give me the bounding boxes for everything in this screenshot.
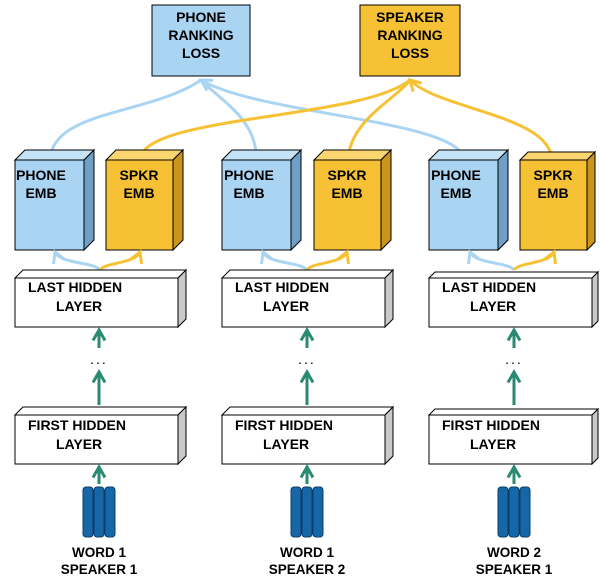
caption-line1: WORD 1 [72,545,126,560]
spkr-emb-box: SPKR EMB [312,148,393,252]
last-hidden-layer-box: LAST HIDDEN LAYER [220,268,395,329]
last-hidden-line1: LAST HIDDEN [442,279,536,295]
phone-emb-line2: EMB [233,185,264,201]
last-hidden-line2: LAYER [470,298,516,314]
phone-emb-box: PHONE EMB [220,148,303,252]
first-hidden-line2: LAYER [56,436,102,452]
caption-line1: WORD 1 [280,545,334,560]
first-hidden-line1: FIRST HIDDEN [235,417,333,433]
ellipsis: ... [505,351,523,367]
speaker-connection-3 [407,77,554,161]
column-2: PHONE EMB SPKR EMB LAST HIDDEN LAYER ...… [220,148,395,577]
split-arrow-phone [52,249,102,272]
first-hidden-layer-box: FIRST HIDDEN LAYER [220,405,395,466]
spkr-emb-line2: EMB [537,185,568,201]
last-hidden-line2: LAYER [263,298,309,314]
first-hidden-line1: FIRST HIDDEN [442,417,540,433]
phone-emb-box: PHONE EMB [13,148,96,252]
split-arrow-spkr [98,249,143,272]
first-hidden-line1: FIRST HIDDEN [28,417,126,433]
input-features-icon [497,486,531,538]
speaker-connection-1 [138,78,411,161]
spkr-emb-line1: SPKR [534,167,573,183]
phone-emb-line2: EMB [25,185,56,201]
column-1: PHONE EMB SPKR EMB LAST HIDDEN LAYER ... [13,148,188,577]
phone-emb-line2: EMB [440,185,471,201]
speaker-loss-line3: LOSS [391,45,429,61]
first-hidden-layer-box: FIRST HIDDEN LAYER [13,405,188,466]
ellipsis: ... [298,351,316,367]
speaker-loss-line2: RANKING [377,27,442,43]
split-arrow-spkr [512,249,557,272]
phone-connection-1 [48,78,202,161]
phone-emb-line1: PHONE [431,167,481,183]
split-arrow-phone [467,249,516,272]
ellipsis: ... [90,351,108,367]
input-features-icon [290,486,324,538]
phone-loss-line2: RANKING [168,27,233,43]
caption-line2: SPEAKER 2 [269,562,346,577]
phone-connection-3 [198,78,466,161]
column-3: PHONE EMB SPKR EMB LAST HIDDEN LAYER ...… [427,148,600,577]
spkr-emb-line1: SPKR [328,167,367,183]
split-arrow-phone [260,249,309,272]
first-hidden-line2: LAYER [263,436,309,452]
phone-emb-line1: PHONE [16,167,66,183]
caption-line2: SPEAKER 1 [61,562,138,577]
speaker-connection-2 [346,79,412,161]
phone-emb-box: PHONE EMB [427,148,510,252]
speaker-ranking-loss-box: SPEAKER RANKING LOSS [359,4,461,77]
phone-loss-line3: LOSS [182,45,220,61]
spkr-emb-box: SPKR EMB [104,148,185,252]
phone-emb-line1: PHONE [224,167,274,183]
caption-line2: SPEAKER 1 [476,562,553,577]
last-hidden-layer-box: LAST HIDDEN LAYER [13,268,188,329]
spkr-emb-line1: SPKR [120,167,159,183]
phone-loss-line1: PHONE [176,9,226,25]
spkr-emb-line2: EMB [331,185,362,201]
phone-ranking-loss-box: PHONE RANKING LOSS [151,4,251,77]
speaker-loss-line1: SPEAKER [376,9,444,25]
speaker-loss-connections [138,77,554,161]
first-hidden-line2: LAYER [470,436,516,452]
phone-loss-connections [48,78,466,161]
last-hidden-layer-box: LAST HIDDEN LAYER [427,270,600,329]
last-hidden-line1: LAST HIDDEN [235,279,329,295]
spkr-emb-box: SPKR EMB [518,150,597,252]
first-hidden-layer-box: FIRST HIDDEN LAYER [427,407,600,466]
last-hidden-line2: LAYER [56,298,102,314]
caption-line1: WORD 2 [487,545,541,560]
split-arrow-spkr [305,249,350,272]
last-hidden-line1: LAST HIDDEN [28,279,122,295]
spkr-emb-line2: EMB [123,185,154,201]
input-features-icon [82,486,116,538]
